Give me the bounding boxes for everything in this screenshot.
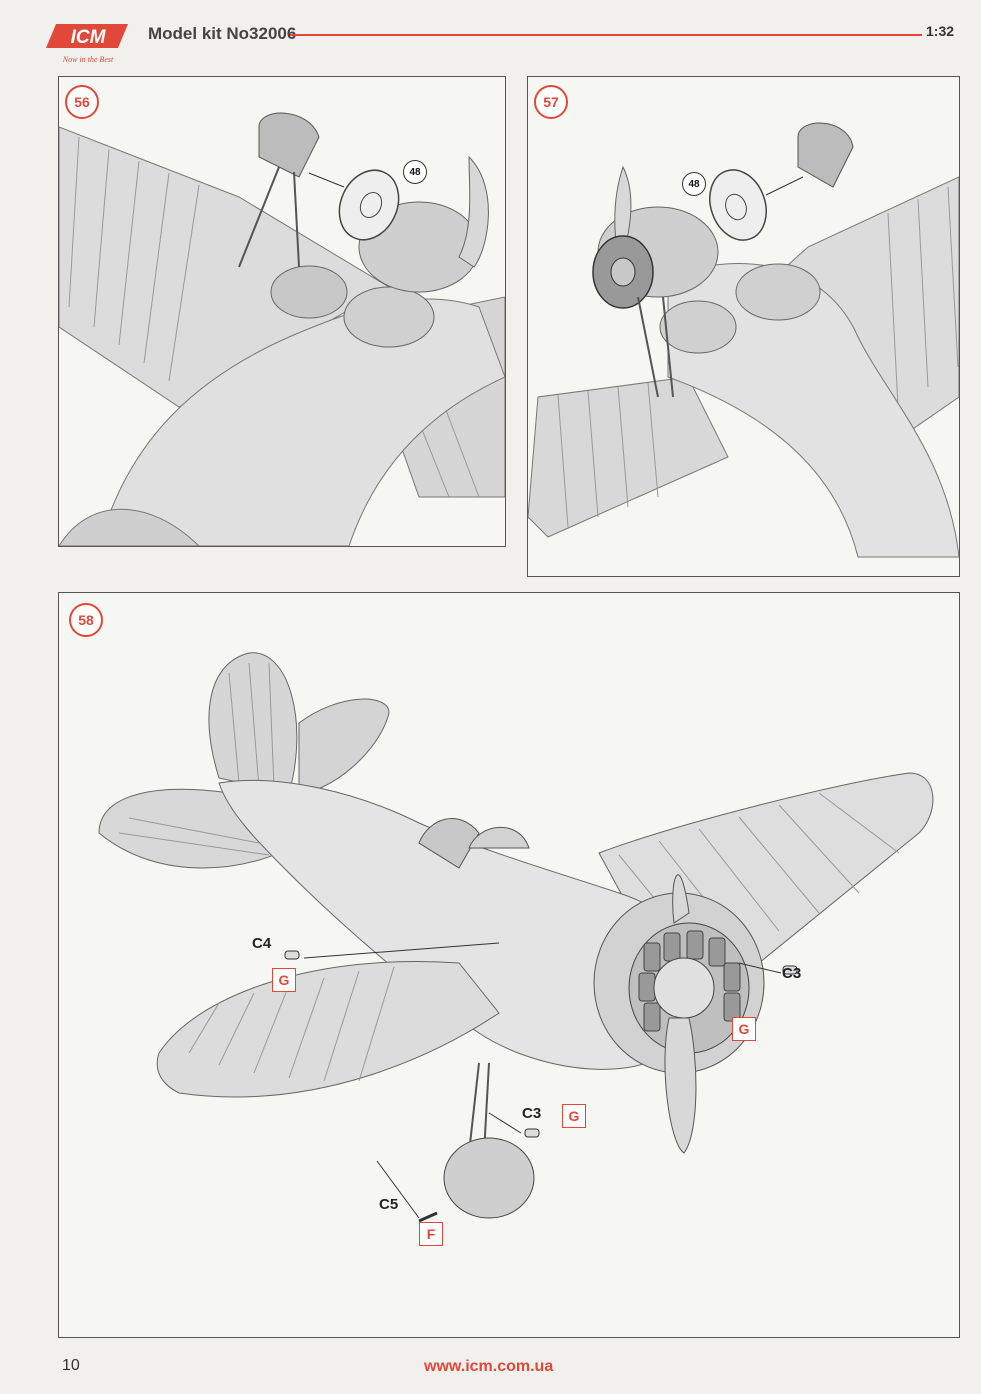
icm-logo-text: ICM xyxy=(71,27,107,48)
step-58-illustration xyxy=(98,652,934,1223)
sprue-g-badge: G xyxy=(562,1104,586,1128)
icm-logo-graphic: ICM Now in the Best xyxy=(46,24,128,64)
part-48-badge: 48 xyxy=(682,172,706,196)
sprue-g-badge: G xyxy=(732,1017,756,1041)
step-57-number: 57 xyxy=(534,85,568,119)
part-c5-label: C5 xyxy=(379,1196,399,1213)
kit-title: Model kit No32006 xyxy=(148,24,297,43)
header-divider xyxy=(290,34,922,36)
step-58-number: 58 xyxy=(69,603,103,637)
page-number: 10 xyxy=(62,1357,80,1374)
website-link[interactable]: www.icm.com.ua xyxy=(424,1358,554,1375)
step-56-number: 56 xyxy=(65,85,99,119)
step-56-illustration xyxy=(59,112,505,546)
step-56-panel: 56 48 xyxy=(58,76,506,547)
kit-scale: 1:32 xyxy=(926,23,955,39)
sprue-f-badge: F xyxy=(419,1222,443,1246)
part-48-badge: 48 xyxy=(403,160,427,184)
sprue-g-badge: G xyxy=(272,968,296,992)
step-57-illustration xyxy=(528,122,959,558)
icm-tagline: Now in the Best xyxy=(62,55,114,64)
step-57-panel: 57 48 xyxy=(527,76,960,577)
icm-logo: ICM Now in the Best xyxy=(42,18,134,68)
part-c4-label: C4 xyxy=(252,935,272,952)
part-c3-label: C3 xyxy=(522,1105,542,1122)
part-c3-label: C3 xyxy=(782,965,802,982)
step-58-panel: 58 C4 G C3 G C3 G C5 F xyxy=(58,592,960,1338)
